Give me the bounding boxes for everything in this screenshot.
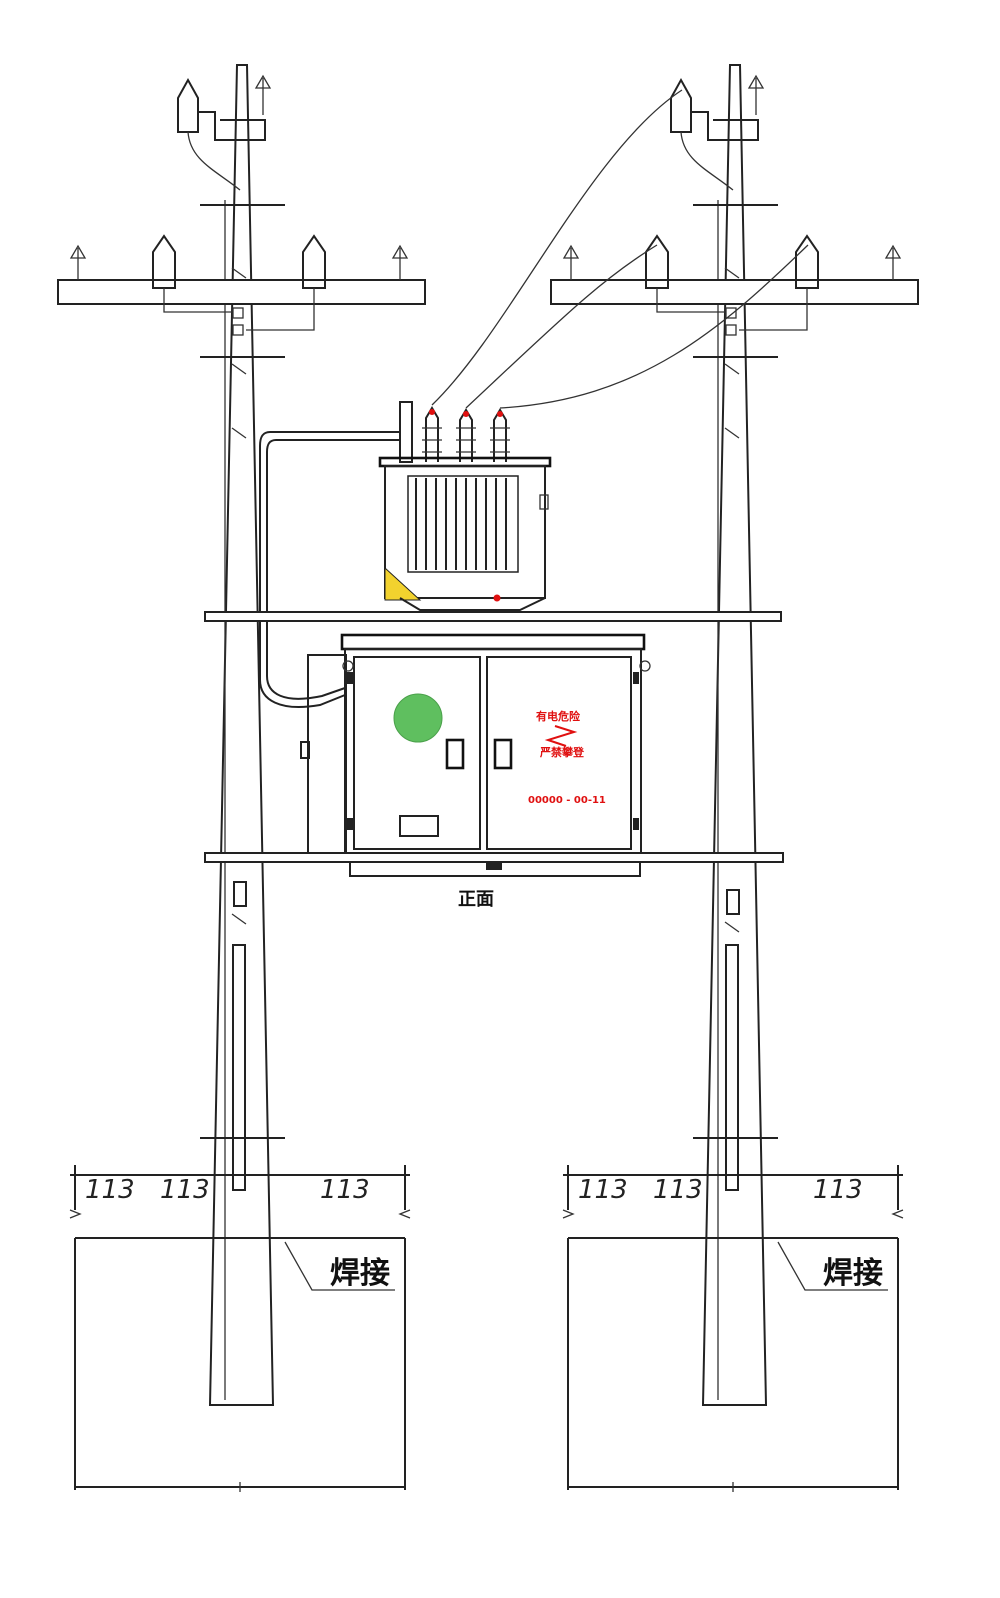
cabinet-warning-line1: 有电危险 <box>536 709 581 723</box>
right-top-insulator <box>670 77 759 191</box>
ground-mark: 113 <box>578 1175 628 1205</box>
left-pole <box>57 64 426 1406</box>
weld-label-left: 焊接 <box>330 1256 390 1291</box>
ground-mark: 113 <box>813 1175 863 1205</box>
ground-mark: 113 <box>160 1175 210 1205</box>
transformer <box>378 401 552 611</box>
hv-bushings <box>422 406 510 462</box>
distribution-box: 有电危险 严禁攀登 00000 - 00-11 <box>300 633 651 877</box>
left-crossarm <box>57 234 426 336</box>
cabinet-warning-line2: 严禁攀登 <box>539 745 585 759</box>
indicator-green <box>393 693 443 743</box>
weld-label-right: 焊接 <box>823 1256 883 1291</box>
transformer-platform <box>204 611 782 622</box>
right-top-arrow <box>747 74 765 115</box>
left-top-arrow <box>254 74 272 115</box>
cabinet-code: 00000 - 00-11 <box>528 795 606 806</box>
left-top-insulator <box>177 77 266 191</box>
hv-leads <box>431 89 809 409</box>
right-pole <box>550 64 919 1406</box>
lv-cable <box>259 431 400 709</box>
left-door-handle[interactable] <box>445 738 465 770</box>
right-crossarm <box>550 234 919 336</box>
front-view-label: 正面 <box>458 889 494 910</box>
radiator-fins <box>407 475 519 573</box>
ground-mark: 113 <box>85 1175 135 1205</box>
right-door-handle[interactable] <box>493 738 513 770</box>
left-foundation: 113 113 113 焊接 <box>69 1165 411 1492</box>
right-foundation: 113 113 113 焊接 <box>562 1165 904 1492</box>
box-platform <box>204 852 784 863</box>
warning-triangle <box>384 566 422 601</box>
ground-mark: 113 <box>653 1175 703 1205</box>
ground-mark: 113 <box>320 1175 370 1205</box>
